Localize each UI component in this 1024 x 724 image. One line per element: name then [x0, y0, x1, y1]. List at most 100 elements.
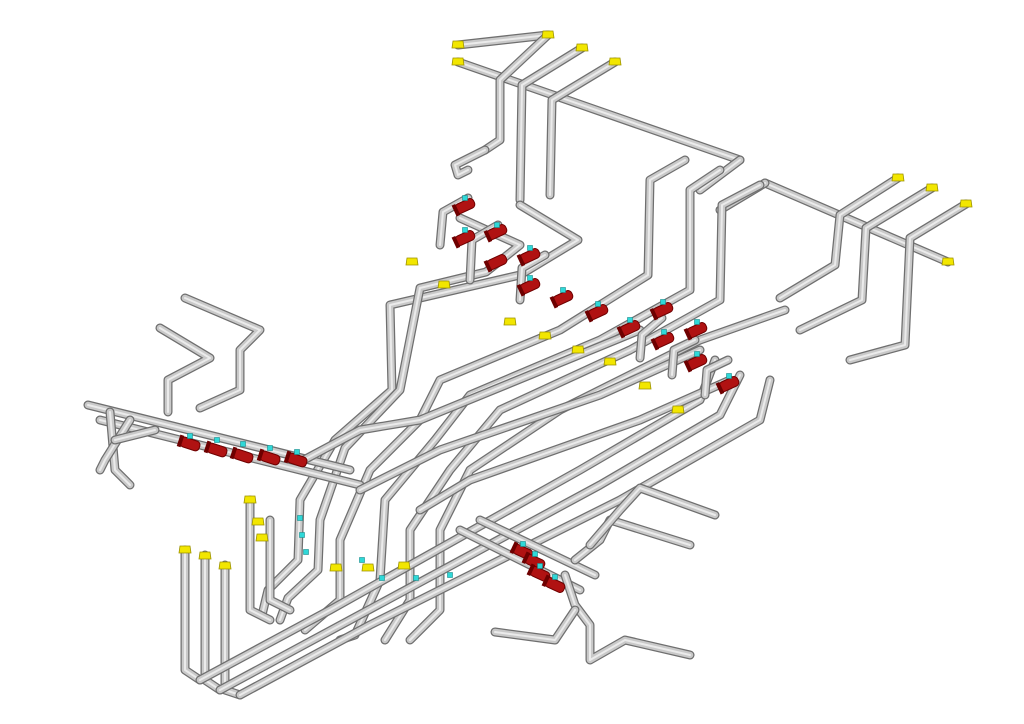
instrument-tag-icon — [726, 373, 732, 379]
pipe-segment — [295, 325, 645, 467]
valve-icon — [649, 302, 674, 321]
valve-icon — [451, 198, 476, 217]
pipe-segment — [180, 293, 265, 413]
pipe-segment — [480, 30, 553, 155]
pipe-segment — [235, 375, 775, 700]
flange-end-icon — [541, 30, 555, 39]
flange-end-icon — [891, 173, 905, 182]
pipe-segment — [515, 43, 587, 205]
instrument-tag-icon — [694, 319, 700, 325]
valve-icon — [549, 290, 574, 309]
valve-icon — [256, 448, 281, 466]
instrument-tag-icon — [379, 575, 385, 581]
pipe-segment — [380, 180, 765, 645]
pipe-segment — [265, 515, 295, 615]
flange-end-icon — [571, 345, 585, 354]
flange-end-icon — [218, 561, 232, 570]
valve-icon — [715, 376, 740, 395]
pipe-segment — [415, 375, 735, 515]
instrument-tag-icon — [494, 222, 500, 228]
pipe-segment — [475, 515, 600, 580]
pipe-segment — [245, 495, 275, 625]
pipe-segment — [775, 173, 903, 303]
pipe-segment — [795, 183, 937, 335]
flange-end-icon — [941, 257, 955, 266]
valve-icon — [516, 278, 541, 297]
flange-end-icon — [925, 183, 939, 192]
pipe-segment — [215, 370, 745, 695]
flange-end-icon — [198, 551, 212, 560]
flange-end-icon — [603, 357, 617, 366]
pipe-segment — [700, 355, 733, 400]
pipe-segment — [635, 313, 667, 363]
flange-end-icon — [397, 561, 411, 570]
flange-end-icon — [251, 517, 265, 526]
flange-end-icon — [178, 545, 192, 554]
instrument-tag-icon — [214, 437, 220, 443]
flange-end-icon — [329, 563, 343, 572]
flange-end-icon — [503, 317, 517, 326]
valve-icon — [203, 440, 228, 458]
instrument-tag-icon — [595, 301, 601, 307]
instrument-tag-icon — [560, 287, 566, 293]
instrument-tag-icon — [532, 551, 538, 557]
valve-icon — [176, 434, 201, 452]
pipe-segment — [180, 545, 205, 685]
flange-end-icon — [405, 257, 419, 266]
valve-icon — [584, 304, 609, 323]
pipe-segment — [845, 199, 971, 365]
valve-icon — [616, 320, 641, 339]
instrument-tag-icon — [303, 549, 309, 555]
flange-group — [178, 30, 973, 572]
valve-icon — [516, 248, 541, 267]
flange-end-icon — [361, 563, 375, 572]
valve-icon — [283, 450, 308, 468]
instrument-tag-icon — [447, 572, 453, 578]
pipe-segment — [355, 345, 705, 495]
instrument-tag-icon — [627, 317, 633, 323]
pipe-segment — [545, 57, 620, 200]
instrument-tag-icon — [527, 245, 533, 251]
pipe-segment — [760, 178, 953, 267]
flange-end-icon — [538, 331, 552, 340]
flange-end-icon — [451, 40, 465, 49]
instrument-tag-icon — [267, 445, 273, 451]
tag-group — [187, 195, 732, 581]
pipe-segment — [667, 335, 700, 380]
flange-end-icon — [959, 199, 973, 208]
instrument-tag-icon — [462, 227, 468, 233]
instrument-tag-icon — [359, 557, 365, 563]
valve-icon — [683, 322, 708, 341]
instrument-tag-icon — [413, 575, 419, 581]
instrument-tag-icon — [297, 515, 303, 521]
valve-icon — [483, 254, 508, 273]
pipe-network — [83, 30, 971, 700]
pipe-segment — [450, 145, 490, 180]
pipe-segment — [95, 415, 135, 475]
instrument-tag-icon — [660, 299, 666, 305]
pipe-segment — [453, 30, 553, 50]
pipe-segment — [110, 425, 160, 445]
flange-end-icon — [575, 43, 589, 52]
flange-end-icon — [638, 381, 652, 390]
instrument-tag-icon — [552, 574, 558, 580]
valve-group — [176, 198, 740, 593]
flange-end-icon — [671, 405, 685, 414]
instrument-tag-icon — [694, 351, 700, 357]
flange-end-icon — [243, 495, 257, 504]
instrument-tag-icon — [299, 532, 305, 538]
flange-end-icon — [608, 57, 622, 66]
instrument-tag-icon — [187, 433, 193, 439]
pipe-segment — [405, 305, 790, 645]
valve-icon — [526, 563, 551, 582]
pipe-segment — [105, 407, 135, 490]
instrument-tag-icon — [537, 563, 543, 569]
pipe-segment — [155, 323, 215, 417]
valve-icon — [683, 354, 708, 373]
valve-icon — [541, 574, 566, 593]
instrument-tag-icon — [294, 449, 300, 455]
instrument-tag-icon — [520, 541, 526, 547]
instrument-tag-icon — [240, 441, 246, 447]
flange-end-icon — [451, 57, 465, 66]
